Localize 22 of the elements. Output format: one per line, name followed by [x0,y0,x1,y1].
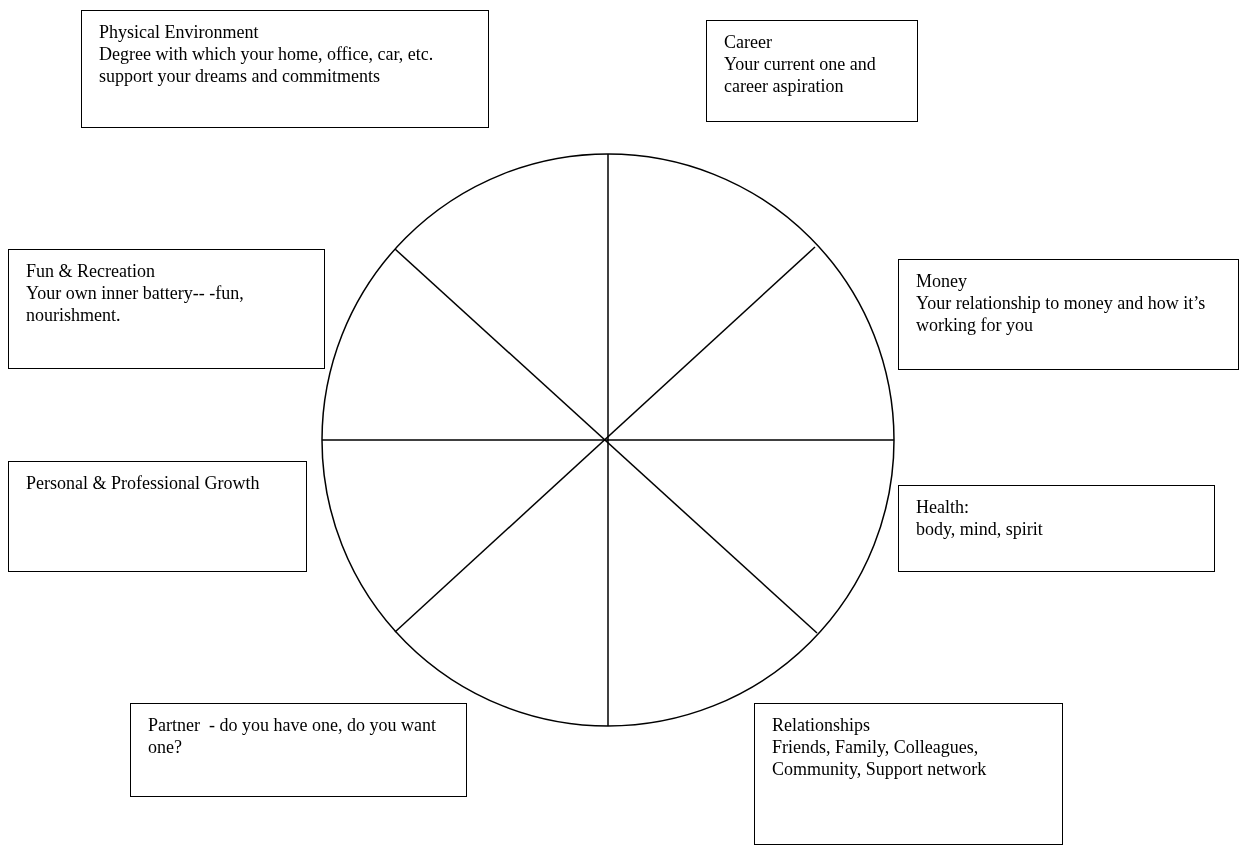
box-heading: Physical Environment [99,21,260,43]
category-box [898,259,1239,370]
box-text: Your relationship to money and how it’s working for you [916,292,1207,336]
category-box [130,703,467,797]
box-text: Your own inner battery-- -fun, nourishment. [26,282,245,326]
box-heading: Relationships [772,714,871,736]
category-box [898,485,1215,572]
box-text: Personal & Professional Growth [26,472,261,494]
box-heading: Fun & Recreation [26,260,156,282]
box-heading: Career [724,31,773,53]
box-text: Degree with which your home, office, car, etc. support your dreams and commitments [99,43,435,87]
category-box [706,20,918,122]
box-text: Partner - do you have one, do you want one? [148,714,437,758]
box-text: Your current one and career aspiration [724,53,877,97]
box-text: body, mind, spirit [916,518,1044,540]
box-text: Friends, Family, Colleagues, Community, Support network [772,736,988,780]
category-box [8,249,325,369]
category-box [8,461,307,572]
box-heading: Money [916,270,968,292]
category-box [754,703,1063,845]
box-heading: Health: [916,496,970,518]
category-box [81,10,489,128]
